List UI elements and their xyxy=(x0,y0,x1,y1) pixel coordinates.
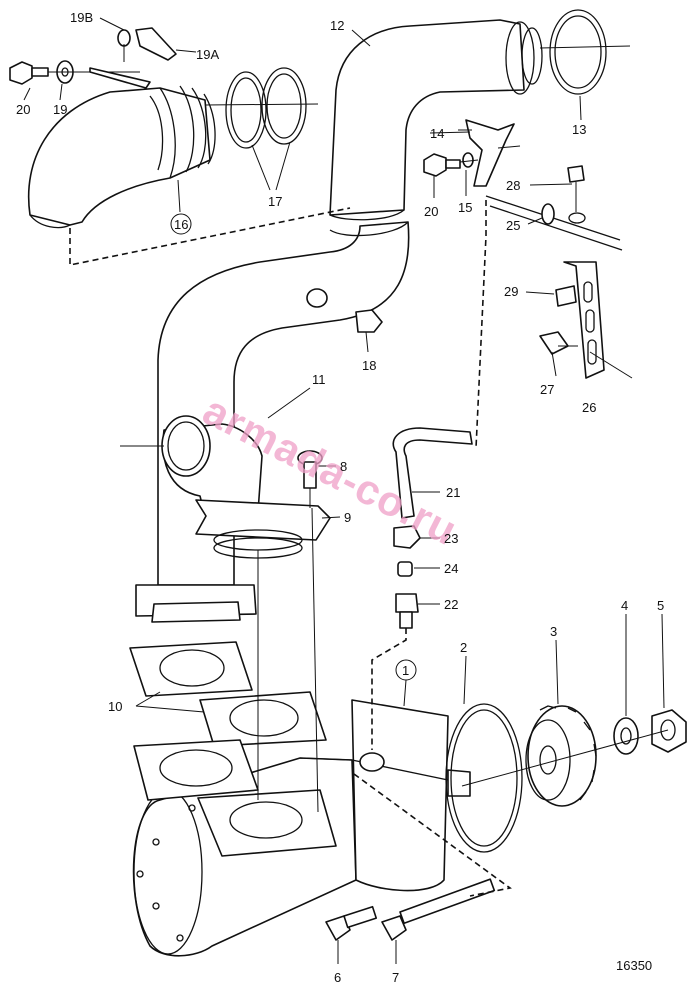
bracket-19a-19b xyxy=(99,17,197,62)
callout-14: 14 xyxy=(430,126,444,141)
callout-19: 19 xyxy=(53,102,67,117)
callout-26: 26 xyxy=(582,400,596,415)
callout-15: 15 xyxy=(458,200,472,215)
callout-13: 13 xyxy=(572,122,586,137)
callout-5: 5 xyxy=(657,598,664,613)
callout-3: 3 xyxy=(550,624,557,639)
assembly-guide-lines xyxy=(69,200,669,897)
callout-1: 1 xyxy=(402,663,409,678)
sea-water-pump-1 xyxy=(132,699,471,957)
plug-18 xyxy=(306,288,383,353)
callout-16: 16 xyxy=(174,217,188,232)
callout-28: 28 xyxy=(506,178,520,193)
bolt-20-washer-19 xyxy=(9,60,151,89)
gaskets-10 xyxy=(129,641,327,747)
callout-18: 18 xyxy=(362,358,376,373)
drawing-number: 16350 xyxy=(616,958,652,973)
gasket-ring-13 xyxy=(539,9,631,121)
callout-25: 25 xyxy=(506,218,520,233)
callout-19b: 19B xyxy=(70,10,93,25)
clamp-rings-17 xyxy=(204,67,319,191)
leader-lines xyxy=(23,29,665,716)
o-ring-2 xyxy=(445,703,523,853)
callout-labels: 19B 19A 20 19 16 17 12 13 14 20 15 28 25… xyxy=(16,10,664,985)
callout-23: 23 xyxy=(444,531,458,546)
bolts-6-7 xyxy=(325,878,496,964)
callout-17: 17 xyxy=(268,194,282,209)
exhaust-elbow-16 xyxy=(27,85,216,229)
callout-10: 10 xyxy=(108,699,122,714)
callout-9: 9 xyxy=(344,510,351,525)
callout-1-circle xyxy=(395,659,417,681)
pipe-clamp-bracket-26 xyxy=(485,165,633,379)
callout-8: 8 xyxy=(340,459,347,474)
callout-11: 11 xyxy=(312,372,326,387)
water-tube-21 xyxy=(392,427,473,629)
callout-20-right: 20 xyxy=(424,204,438,219)
exhaust-pipe-11 xyxy=(135,221,410,623)
callout-2: 2 xyxy=(460,640,467,655)
callout-27: 27 xyxy=(540,382,554,397)
callout-4: 4 xyxy=(621,598,628,613)
gear-3 xyxy=(525,705,597,807)
bolt-8 xyxy=(297,450,323,508)
callout-7: 7 xyxy=(392,970,399,985)
callout-6: 6 xyxy=(334,970,341,985)
bracket-14 xyxy=(458,119,521,187)
nut-5 xyxy=(651,709,687,753)
exhaust-bend-12 xyxy=(329,19,543,221)
callout-29: 29 xyxy=(504,284,518,299)
callout-22: 22 xyxy=(444,597,458,612)
callout-19a: 19A xyxy=(196,47,219,62)
callout-16-circle xyxy=(170,213,192,235)
callout-12: 12 xyxy=(330,18,344,33)
callout-20-left: 20 xyxy=(16,102,30,117)
bolt-20-washer-15 xyxy=(423,152,479,198)
callout-21: 21 xyxy=(446,485,460,500)
callout-24: 24 xyxy=(444,561,458,576)
washer-4 xyxy=(613,717,639,755)
